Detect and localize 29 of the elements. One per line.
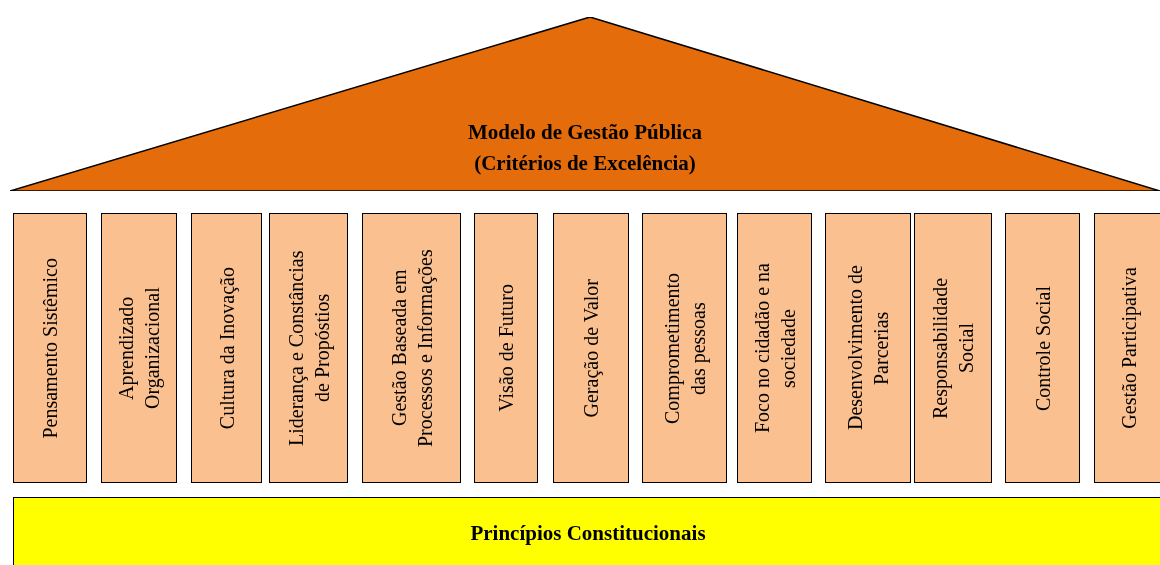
pillar-box [269, 213, 348, 483]
pillar-box [642, 213, 727, 483]
pillar-box [474, 213, 538, 483]
pillar-box [553, 213, 629, 483]
pillar-label: Responsabilidade Social [928, 276, 978, 421]
roof-title: Modelo de Gestão Pública (Critérios de Excelência) [467, 119, 703, 177]
pillar-box [362, 213, 461, 483]
pillar-label: Gestão Baseada em Processos e Informações [386, 248, 437, 449]
pillar-label: Controle Social [1030, 285, 1055, 411]
pillar-label: Desenvolvimento de Parcerias [843, 264, 893, 433]
pillar-box [191, 213, 262, 483]
pillar-label: Comprometimento das pessoas [659, 271, 710, 426]
pillar-box [101, 213, 177, 483]
pillar-label: Liderança e Constâncias de Propóstios [283, 249, 334, 448]
pillar-label: Aprendizado Organizacional [114, 286, 165, 411]
pillar-label: Cultura da Inovação [214, 266, 239, 430]
pillar-box [1094, 213, 1160, 483]
pillar-label: Visão de Futuro [494, 284, 518, 412]
foundation-label: Princípios Constitucionais [470, 520, 706, 546]
pillar-box [825, 213, 911, 483]
pillar-box [914, 213, 992, 483]
pillar-label: Pensamento Sistêmico [38, 257, 62, 439]
pillar-box [1005, 213, 1080, 483]
pillar-label: Geração de Valor [579, 278, 604, 418]
pillar-label: Foco no cidadão e na sociedade [749, 262, 800, 435]
pillar-label: Gestão Participativa [1117, 267, 1142, 429]
foundation-bar [13, 497, 1160, 565]
pillar-box [737, 213, 812, 483]
pillar-box [13, 213, 87, 483]
